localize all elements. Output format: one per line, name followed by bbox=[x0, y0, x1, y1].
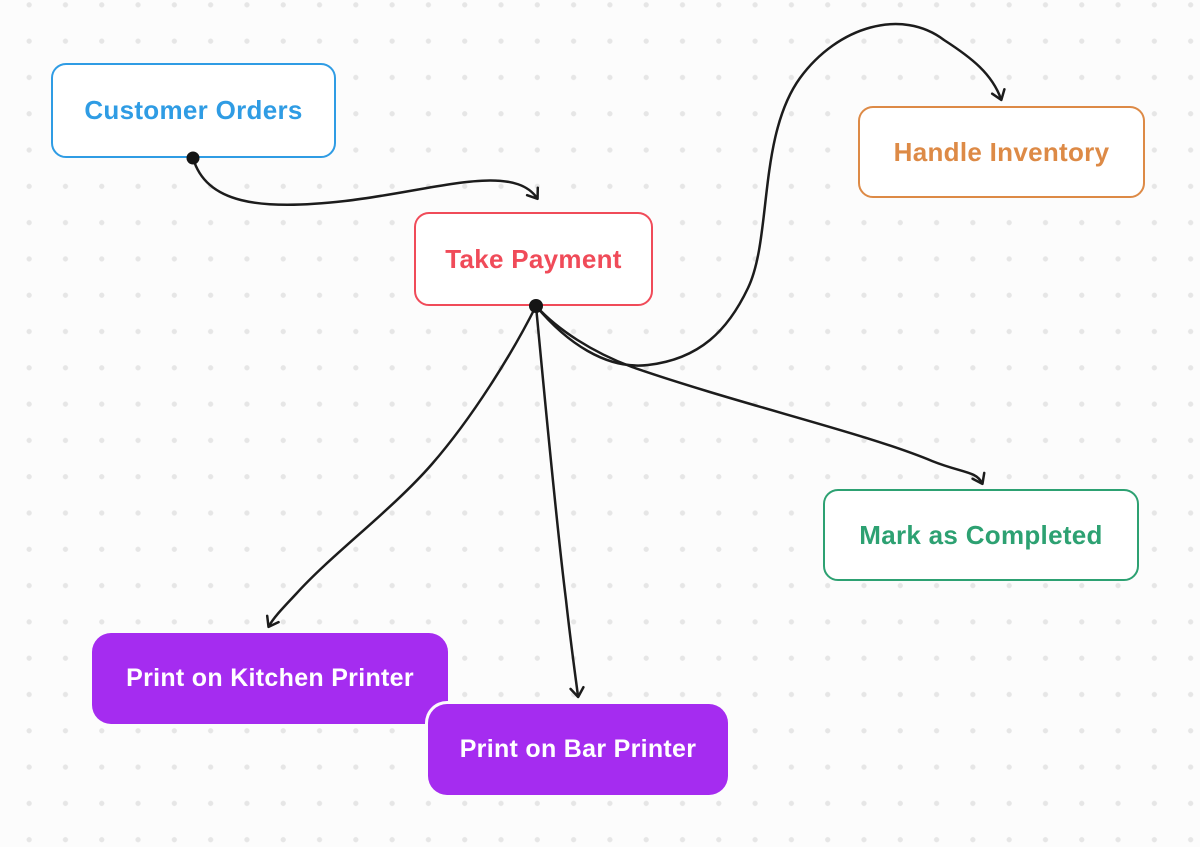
node-label: Take Payment bbox=[445, 243, 622, 274]
edge-customer-orders-to-take-payment[interactable] bbox=[191, 156, 540, 207]
edge-take-payment-to-mark-as-completed[interactable] bbox=[534, 304, 986, 486]
edge-take-payment-to-print-bar[interactable] bbox=[534, 304, 585, 699]
node-label: Print on Bar Printer bbox=[459, 735, 697, 763]
edge-take-payment-to-handle-inventory[interactable] bbox=[534, 22, 1006, 367]
node-print-bar-printer[interactable]: Print on Bar Printer bbox=[428, 704, 728, 795]
node-take-payment[interactable]: Take Payment bbox=[414, 212, 653, 306]
node-mark-as-completed[interactable]: Mark as Completed bbox=[823, 489, 1139, 581]
node-print-kitchen-printer[interactable]: Print on Kitchen Printer bbox=[92, 633, 448, 724]
node-handle-inventory[interactable]: Handle Inventory bbox=[858, 106, 1145, 198]
node-label: Mark as Completed bbox=[859, 519, 1103, 550]
edge-take-payment-to-print-kitchen[interactable] bbox=[265, 304, 538, 629]
node-customer-orders[interactable]: Customer Orders bbox=[51, 63, 336, 158]
node-label: Handle Inventory bbox=[893, 136, 1110, 167]
node-label: Print on Kitchen Printer bbox=[126, 664, 414, 692]
node-label: Customer Orders bbox=[84, 95, 303, 125]
